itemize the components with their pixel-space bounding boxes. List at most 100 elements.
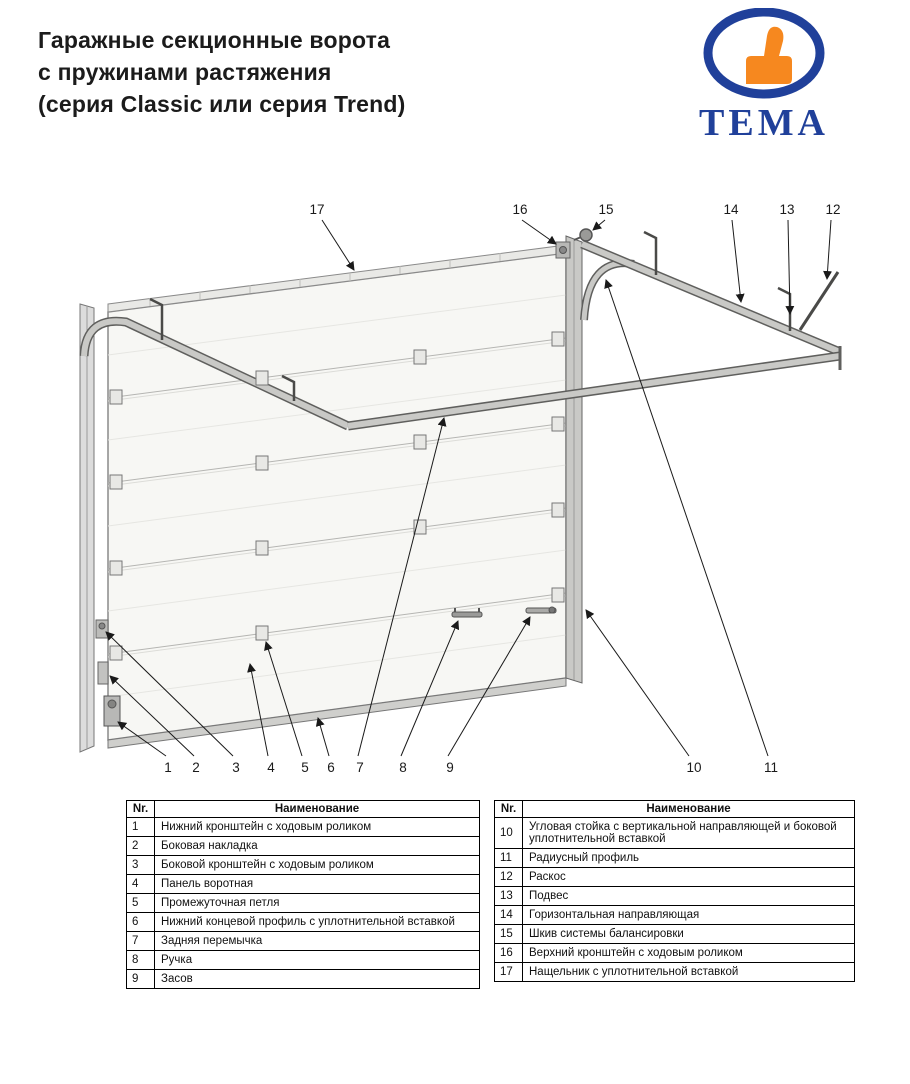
part-nr: 12 [494, 867, 523, 887]
page-title: Гаражные секционные ворота с пружинами р… [38, 24, 406, 120]
callout-arrow-5 [264, 641, 303, 757]
part-name: Шкив системы балансировки [522, 924, 855, 944]
part-nr: 11 [494, 848, 523, 868]
callout-labels: 17 16 15 14 13 12 1 2 3 4 5 6 7 8 9 10 1… [164, 202, 840, 775]
callout-label-1: 1 [164, 760, 172, 775]
rear-crossbar [347, 346, 842, 431]
callout-arrow-4 [247, 663, 269, 757]
part-name: Нижний кронштейн с ходовым роликом [154, 817, 480, 837]
part-nr: 4 [126, 874, 155, 894]
part-nr: 17 [494, 962, 523, 982]
bottom-end-profile [107, 677, 567, 749]
callout-label-9: 9 [446, 760, 454, 775]
callout-label-17: 17 [309, 202, 324, 217]
title-line-1: Гаражные секционные ворота [38, 27, 391, 53]
callout-label-4: 4 [267, 760, 275, 775]
callout-arrow-11 [604, 279, 769, 757]
tema-logo: ТЕМА [694, 7, 834, 145]
radius-profile-right [580, 259, 635, 321]
part-name: Задняя перемычка [154, 931, 480, 951]
callout-arrow-8 [400, 620, 460, 757]
part-name: Боковой кронштейн с ходовым роликом [154, 855, 480, 875]
hinge-plates [109, 331, 565, 661]
callout-arrow-12 [823, 219, 833, 280]
thumbs-up-icon [703, 7, 825, 99]
part-name: Нащельник с уплотнительной вставкой [522, 962, 855, 982]
callout-arrow-1 [117, 721, 167, 757]
col-header-name: Наименование [522, 800, 855, 818]
part-name: Панель воротная [154, 874, 480, 894]
part-nr: 2 [126, 836, 155, 856]
callout-label-15: 15 [598, 202, 613, 217]
part-name: Угловая стойка с вертикальной направляющ… [522, 817, 855, 849]
callout-arrow-6 [315, 717, 330, 757]
callout-label-6: 6 [327, 760, 335, 775]
part-name: Засов [154, 969, 480, 989]
part-nr: 14 [494, 905, 523, 925]
callout-label-5: 5 [301, 760, 309, 775]
side-roller-bracket [95, 619, 109, 639]
callout-label-2: 2 [192, 760, 200, 775]
part-nr: 15 [494, 924, 523, 944]
callout-label-3: 3 [232, 760, 240, 775]
door-panel [107, 252, 567, 741]
callout-arrow-17 [321, 219, 355, 271]
corner-post-right [565, 235, 583, 684]
part-nr: 5 [126, 893, 155, 913]
part-name: Нижний концевой профиль с уплотнительной… [154, 912, 480, 932]
table-header-row: Nr. Наименование [494, 800, 855, 818]
callout-arrows [105, 219, 833, 757]
bottom-roller-bracket [103, 695, 121, 727]
callout-arrow-14 [731, 219, 745, 303]
part-nr: 1 [126, 817, 155, 837]
callout-label-10: 10 [686, 760, 701, 775]
callout-arrow-9 [447, 616, 531, 757]
callout-arrow-10 [585, 609, 690, 757]
col-header-nr: Nr. [494, 800, 523, 818]
thumb-up-shape [746, 26, 792, 84]
part-nr: 10 [494, 817, 523, 849]
top-roller-bracket [555, 241, 571, 259]
title-line-2: с пружинами растяжения [38, 59, 332, 85]
door-handle [451, 608, 483, 618]
part-name: Ручка [154, 950, 480, 970]
part-nr: 8 [126, 950, 155, 970]
logo-ellipse [703, 7, 825, 99]
part-nr: 13 [494, 886, 523, 906]
part-name: Верхний кронштейн с ходовым роликом [522, 943, 855, 963]
table-header-row: Nr. Наименование [126, 800, 480, 818]
callout-label-11: 11 [764, 760, 778, 775]
garage-door-diagram: 17 16 15 14 13 12 1 2 3 4 5 6 7 8 9 10 1… [0, 180, 910, 800]
title-line-3: (серия Classic или серия Trend) [38, 91, 406, 117]
part-nr: 16 [494, 943, 523, 963]
door-latch [525, 606, 557, 614]
part-nr: 9 [126, 969, 155, 989]
part-nr: 6 [126, 912, 155, 932]
callout-arrow-3 [105, 631, 234, 757]
logo-text: ТЕМА [699, 102, 829, 144]
part-nr: 3 [126, 855, 155, 875]
part-name: Боковая накладка [154, 836, 480, 856]
side-plate [97, 661, 109, 685]
horizontal-track-right [580, 239, 842, 357]
callout-label-12: 12 [825, 202, 840, 217]
callout-label-7: 7 [356, 760, 364, 775]
col-header-name: Наименование [154, 800, 480, 818]
callout-arrow-16 [521, 219, 557, 245]
col-header-nr: Nr. [126, 800, 155, 818]
panel-section-lines [107, 294, 567, 698]
